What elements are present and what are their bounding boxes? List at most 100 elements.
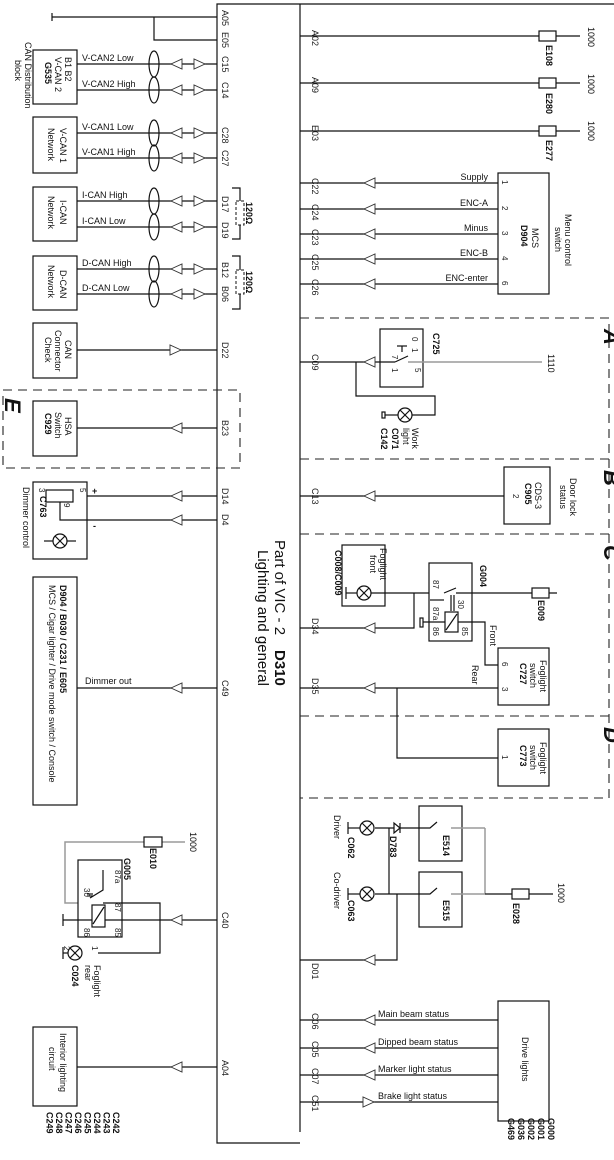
arrow-left-icon <box>362 1014 376 1026</box>
menu-control-switch: Supply ENC-A Minus ENC-B ENC-enter 1 2 3… <box>300 172 573 295</box>
resistor-value: 120Ω <box>244 202 254 224</box>
component-id: C243 <box>102 1112 112 1134</box>
arrow-right-icon <box>193 263 207 275</box>
pin-label: D4 <box>220 514 230 526</box>
can-g535: B1 B2 V-CAN 2 G535 CAN Distribution bloc… <box>13 42 217 109</box>
lamp-id: C024 <box>70 965 80 987</box>
block-caption: switch <box>553 227 563 252</box>
lamp-icon <box>44 533 76 549</box>
lamp-icon <box>347 886 375 902</box>
block-label: switch <box>528 745 538 770</box>
supply-label: 1000 <box>586 74 596 94</box>
pin-label: 3 <box>500 687 509 692</box>
pin-label: 87 <box>431 580 440 589</box>
relay-id: G005 <box>122 858 132 880</box>
component-id: C248 <box>54 1112 64 1134</box>
pin-label: 3 <box>37 488 46 493</box>
pin-label: 2 <box>511 494 520 499</box>
section-label: E <box>0 398 25 414</box>
block-label: Switch <box>53 412 63 439</box>
arrow-left-icon <box>362 1069 376 1081</box>
pin-label: D34 <box>310 618 320 635</box>
signal-label: D-CAN High <box>82 258 132 268</box>
relay-id: G004 <box>478 565 488 587</box>
pin-label: C26 <box>310 279 320 296</box>
block-label: Connector <box>53 330 63 372</box>
fuse-id: E010 <box>148 848 158 869</box>
arrow-left-icon <box>362 253 376 265</box>
dashed-sections: A B C D <box>299 317 614 799</box>
arrow-right-icon <box>193 288 207 300</box>
module-title: Part of VIC - 2 <box>271 540 288 635</box>
pin-label: C40 <box>220 912 230 929</box>
pin-label: C06 <box>310 1013 320 1030</box>
signal-label: Supply <box>460 172 488 182</box>
lamp-icon <box>347 820 375 836</box>
pin-label: B23 <box>220 420 230 436</box>
lamp-id: C008/C009 <box>333 550 343 596</box>
pin-label: B06 <box>220 286 230 302</box>
block-id: C727 <box>518 663 528 685</box>
block-id: C905 <box>523 483 533 505</box>
lamp-label: Work <box>410 428 420 449</box>
block-label: Network <box>46 128 56 162</box>
arrow-right-icon <box>193 152 207 164</box>
block-ids: D904 / B030 / C231 / E605 <box>58 585 68 693</box>
block-label: MCS / Cigar lighter / Drive mode switch … <box>47 585 57 783</box>
lamp-label: Foglight <box>92 965 102 998</box>
fuse-id: E009 <box>536 600 546 621</box>
pin-label: 86 <box>431 627 440 636</box>
pin-label: 1 <box>410 348 419 353</box>
supply-label: 1000 <box>586 27 596 47</box>
block-label: Drive lights <box>520 1037 530 1082</box>
block-label: MCS <box>530 228 540 248</box>
arrow-left-icon <box>169 195 183 207</box>
arrow-right-icon <box>193 127 207 139</box>
fuse-icon <box>538 77 557 89</box>
arrow-left-icon <box>169 127 183 139</box>
lamp-id: C062 <box>346 837 356 859</box>
signal-arrows <box>169 177 376 1108</box>
signal-label: Main beam status <box>378 1009 450 1019</box>
fuse-id: E277 <box>544 140 554 161</box>
signal-label: ENC-A <box>460 198 488 208</box>
block-id: C929 <box>43 413 53 435</box>
pin-label: C22 <box>310 178 320 195</box>
rear-foglight-circuit: 1000 E010 G005 87a 30 87 86 85 1 2 Fogli… <box>62 832 217 998</box>
section-label: B <box>599 470 614 486</box>
pin-label: 6 <box>500 281 509 286</box>
block-label: Network <box>46 265 56 299</box>
pin-label: E05 <box>220 32 230 48</box>
pin-label: 1 <box>390 368 399 373</box>
pin-label: D19 <box>220 222 230 239</box>
block-label: V-CAN 2 <box>53 57 63 92</box>
component-id: G000 <box>546 1118 556 1140</box>
pin-label: C28 <box>220 127 230 144</box>
block-caption: Menu control <box>563 214 573 266</box>
pin-label: A09 <box>310 77 320 93</box>
signal-label: Dimmer out <box>85 676 132 686</box>
pin-label: 1 <box>500 180 509 185</box>
pin-label: 0 <box>410 337 419 342</box>
block-label: V-CAN 1 <box>58 128 68 163</box>
section-c-front-foglight: Foglight front C008/C009 G004 87 30 87a … <box>300 544 557 706</box>
pin-label: 6 <box>500 662 509 667</box>
pin-label: 2 <box>500 206 509 211</box>
arrow-right-icon <box>193 84 207 96</box>
block-caption: Door lock <box>568 478 578 517</box>
section-a-work-light: C725 0 1 7 1 5 1110 Work light C071 C142 <box>300 328 556 450</box>
component-id: G469 <box>506 1118 516 1140</box>
block-label: switch <box>528 663 538 688</box>
minus-label: - <box>93 521 96 531</box>
switch-id: C725 <box>431 333 441 355</box>
pin-label: C07 <box>310 1068 320 1085</box>
lamp-id: C142 <box>379 428 389 450</box>
arrow-left-icon <box>169 288 183 300</box>
lamp-icon <box>381 407 413 423</box>
pin-label: 3 <box>500 231 509 236</box>
arrow-right-icon <box>193 195 207 207</box>
signal-label: V-CAN1 Low <box>82 122 134 132</box>
arrow-right-icon <box>169 344 183 356</box>
component-id: C246 <box>73 1112 83 1134</box>
arrow-left-icon <box>169 422 183 434</box>
